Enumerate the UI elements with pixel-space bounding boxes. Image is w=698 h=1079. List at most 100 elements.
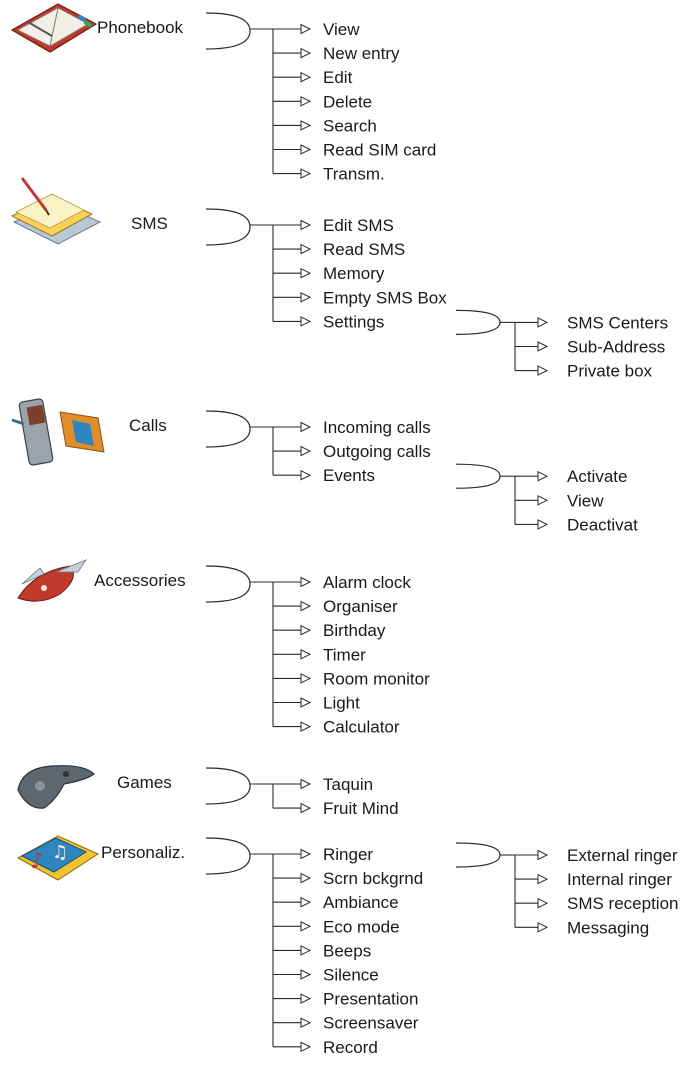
section-personaliz-item-eco-mode-label[interactable]: Eco mode xyxy=(323,917,400,936)
section-personaliz-item-presentation-arrowhead-icon xyxy=(300,993,312,1004)
section-phonebook-item-new-entry-label[interactable]: New entry xyxy=(323,44,400,63)
section-accessories-item-birthday-arrowhead-icon xyxy=(300,624,312,636)
section-accessories-item-timer-arrowhead-icon xyxy=(300,648,312,660)
section-accessories-item-calculator-label[interactable]: Calculator xyxy=(323,718,400,737)
accessories-knife-icon xyxy=(17,559,88,602)
section-accessories-item-room-monitor-arrowhead-icon xyxy=(300,673,312,684)
section-accessories-item-organiser-arrowhead-icon xyxy=(300,600,312,612)
section-sms-bracket xyxy=(205,208,251,246)
section-calls-item-events-sub-view-label[interactable]: View xyxy=(567,491,604,510)
section-phonebook-item-delete-label[interactable]: Delete xyxy=(323,92,372,111)
section-accessories-item-timer-label[interactable]: Timer xyxy=(323,645,366,664)
section-personaliz-title: Personaliz. xyxy=(101,843,185,862)
section-sms-item-memory-label[interactable]: Memory xyxy=(323,264,385,283)
section-personaliz-item-record-arrowhead-icon xyxy=(300,1041,312,1053)
section-calls-item-events-label[interactable]: Events xyxy=(323,466,375,485)
section-calls-item-events-sub-bracket xyxy=(455,463,501,489)
section-phonebook-title: Phonebook xyxy=(97,18,184,37)
section-accessories-item-light-label[interactable]: Light xyxy=(323,694,360,713)
section-personaliz-item-record-label[interactable]: Record xyxy=(323,1038,378,1057)
section-sms-title: SMS xyxy=(131,214,168,233)
games-gamepad-icon xyxy=(17,765,95,809)
section-personaliz-item-ringer-sub-sms-reception-label[interactable]: SMS reception xyxy=(567,894,679,913)
section-games-bracket xyxy=(205,767,251,805)
section-accessories-item-organiser-label[interactable]: Organiser xyxy=(323,597,398,616)
section-accessories-item-room-monitor-label[interactable]: Room monitor xyxy=(323,669,430,688)
section-sms-item-empty-sms-box-arrowhead-icon xyxy=(300,291,312,303)
section-personaliz-item-ringer-sub-bracket xyxy=(455,842,501,868)
section-sms-item-settings-sub-sub-address-arrowhead-icon xyxy=(537,341,549,352)
section-personaliz-item-screensaver-arrowhead-icon xyxy=(300,1017,312,1029)
section-sms-item-settings-sub-private-box-label[interactable]: Private box xyxy=(567,362,653,381)
section-personaliz-item-ambiance-arrowhead-icon xyxy=(300,896,312,908)
section-sms-item-edit-sms-arrowhead-icon xyxy=(300,219,312,231)
phonebook-book-icon xyxy=(10,3,98,53)
personalization-music-icon: ♪♫ xyxy=(16,835,100,881)
section-personaliz-item-ringer-sub-sms-reception-arrowhead-icon xyxy=(537,897,549,909)
section-accessories-item-light-arrowhead-icon xyxy=(300,697,312,708)
section-sms-item-settings-sub-sms-centers-arrowhead-icon xyxy=(537,317,549,328)
section-phonebook-item-delete-arrowhead-icon xyxy=(300,95,312,107)
section-phonebook-item-read-sim-card-arrowhead-icon xyxy=(300,144,312,155)
section-personaliz-item-ringer-label[interactable]: Ringer xyxy=(323,845,373,864)
section-personaliz-item-ringer-sub-external-ringer-arrowhead-icon xyxy=(537,849,549,861)
section-personaliz-item-beeps-arrowhead-icon xyxy=(300,945,312,956)
section-phonebook-item-edit-arrowhead-icon xyxy=(300,71,312,83)
section-personaliz-item-beeps-label[interactable]: Beeps xyxy=(323,941,371,960)
section-phonebook-item-search-label[interactable]: Search xyxy=(323,116,377,135)
section-calls-item-events-sub-activate-arrowhead-icon xyxy=(537,470,549,482)
section-calls-item-events-arrowhead-icon xyxy=(300,469,312,481)
section-personaliz-item-ringer-arrowhead-icon xyxy=(300,848,312,860)
section-personaliz-item-silence-arrowhead-icon xyxy=(300,969,312,980)
section-phonebook-bracket xyxy=(205,12,251,50)
section-personaliz-item-scrn-bckgrnd-arrowhead-icon xyxy=(300,872,312,884)
calls-phone-icon xyxy=(11,398,105,466)
section-personaliz-item-ambiance-label[interactable]: Ambiance xyxy=(323,893,399,912)
section-games-item-taquin-label[interactable]: Taquin xyxy=(323,775,373,794)
section-sms-item-settings-sub-sms-centers-label[interactable]: SMS Centers xyxy=(567,313,668,332)
section-sms-item-empty-sms-box-label[interactable]: Empty SMS Box xyxy=(323,288,447,307)
section-sms-item-read-sms-label[interactable]: Read SMS xyxy=(323,240,405,259)
section-phonebook-item-edit-label[interactable]: Edit xyxy=(323,68,353,87)
section-calls-item-outgoing-calls-label[interactable]: Outgoing calls xyxy=(323,442,431,461)
section-sms-item-memory-arrowhead-icon xyxy=(300,267,312,279)
section-phonebook-item-new-entry-arrowhead-icon xyxy=(300,47,312,59)
section-sms-item-settings-label[interactable]: Settings xyxy=(323,312,384,331)
svg-text:♪: ♪ xyxy=(30,849,44,874)
section-personaliz-item-presentation-label[interactable]: Presentation xyxy=(323,990,418,1009)
section-games-title: Games xyxy=(117,773,172,792)
section-calls-item-incoming-calls-arrowhead-icon xyxy=(300,421,312,433)
section-phonebook-item-transm-label[interactable]: Transm. xyxy=(323,165,385,184)
section-personaliz-item-ringer-sub-messaging-label[interactable]: Messaging xyxy=(567,918,649,937)
section-accessories-item-alarm-clock-label[interactable]: Alarm clock xyxy=(323,573,411,592)
section-personaliz-item-scrn-bckgrnd-label[interactable]: Scrn bckgrnd xyxy=(323,869,423,888)
section-personaliz-item-screensaver-label[interactable]: Screensaver xyxy=(323,1014,419,1033)
section-games-item-fruit-mind-label[interactable]: Fruit Mind xyxy=(323,799,399,818)
section-sms-item-settings-arrowhead-icon xyxy=(300,316,312,327)
section-accessories-item-birthday-label[interactable]: Birthday xyxy=(323,621,386,640)
section-phonebook-item-search-arrowhead-icon xyxy=(300,120,312,131)
section-calls-item-incoming-calls-label[interactable]: Incoming calls xyxy=(323,418,431,437)
section-personaliz-item-silence-label[interactable]: Silence xyxy=(323,966,379,985)
sms-notepad-icon xyxy=(10,177,102,245)
section-calls-item-events-sub-deactivat-arrowhead-icon xyxy=(537,519,549,530)
section-calls-item-events-sub-activate-label[interactable]: Activate xyxy=(567,467,627,486)
section-phonebook-item-read-sim-card-label[interactable]: Read SIM card xyxy=(323,141,436,160)
section-personaliz-item-ringer-sub-internal-ringer-arrowhead-icon xyxy=(537,873,549,885)
section-calls-item-events-sub-deactivat-label[interactable]: Deactivat xyxy=(567,515,638,534)
section-calls-item-events-sub-view-arrowhead-icon xyxy=(537,494,549,506)
section-phonebook-item-transm-arrowhead-icon xyxy=(300,168,312,179)
section-accessories-bracket xyxy=(205,565,251,603)
menu-icons: ♪♫ xyxy=(10,3,105,881)
section-calls-item-outgoing-calls-arrowhead-icon xyxy=(300,445,312,457)
section-sms-item-edit-sms-label[interactable]: Edit SMS xyxy=(323,216,394,235)
section-accessories-title: Accessories xyxy=(94,571,186,590)
section-phonebook-item-view-label[interactable]: View xyxy=(323,20,360,39)
section-personaliz-item-ringer-sub-external-ringer-label[interactable]: External ringer xyxy=(567,846,678,865)
section-personaliz-item-ringer-sub-internal-ringer-label[interactable]: Internal ringer xyxy=(567,870,672,889)
section-personaliz-item-ringer-sub-messaging-arrowhead-icon xyxy=(537,921,549,933)
section-sms-item-settings-sub-sub-address-label[interactable]: Sub-Address xyxy=(567,338,665,357)
section-sms-item-settings-sub-private-box-arrowhead-icon xyxy=(537,365,549,376)
section-sms-item-settings-sub-bracket xyxy=(455,309,501,335)
